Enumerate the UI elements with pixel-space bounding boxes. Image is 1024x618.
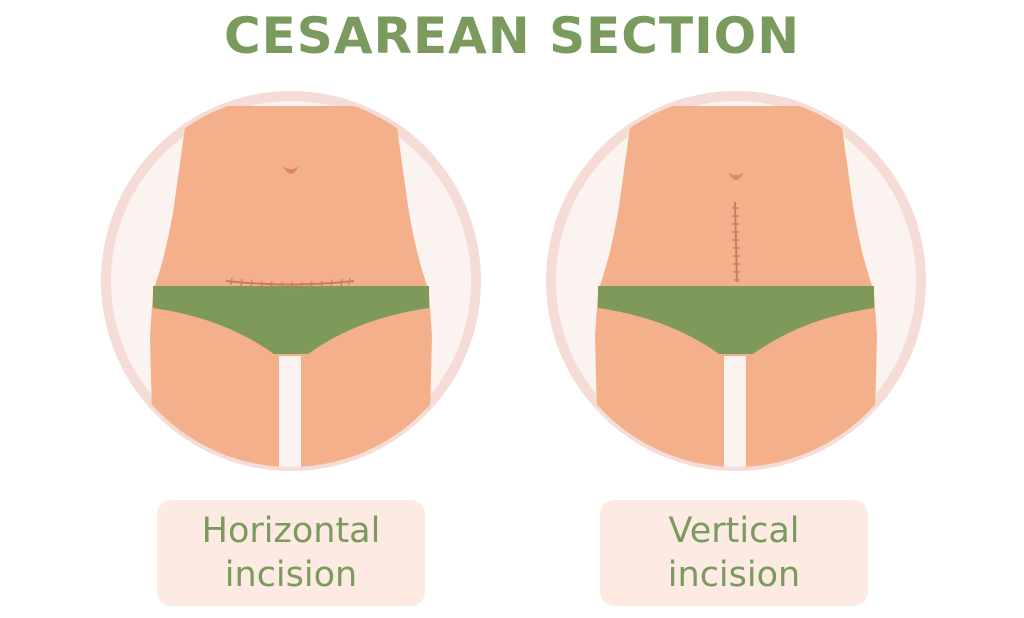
underwear xyxy=(153,286,429,354)
horizontal-incision-illustration xyxy=(96,86,486,476)
thigh-gap xyxy=(279,356,301,467)
label-line-2: incision xyxy=(667,555,801,595)
scar-vertical xyxy=(732,201,740,283)
thigh-gap xyxy=(724,356,746,467)
vertical-incision-illustration xyxy=(541,86,931,476)
vertical-incision-label: Vertical incision xyxy=(600,500,868,606)
label-line-2: incision xyxy=(224,555,358,595)
navel-icon xyxy=(283,166,299,174)
page-title: CESAREAN SECTION xyxy=(223,7,801,65)
scar-horizontal xyxy=(225,277,355,290)
label-line-1: Vertical xyxy=(668,511,800,551)
underwear xyxy=(598,286,874,354)
navel-icon xyxy=(728,172,744,180)
horizontal-incision-label: Horizontal incision xyxy=(157,500,425,606)
label-line-1: Horizontal xyxy=(201,511,381,551)
